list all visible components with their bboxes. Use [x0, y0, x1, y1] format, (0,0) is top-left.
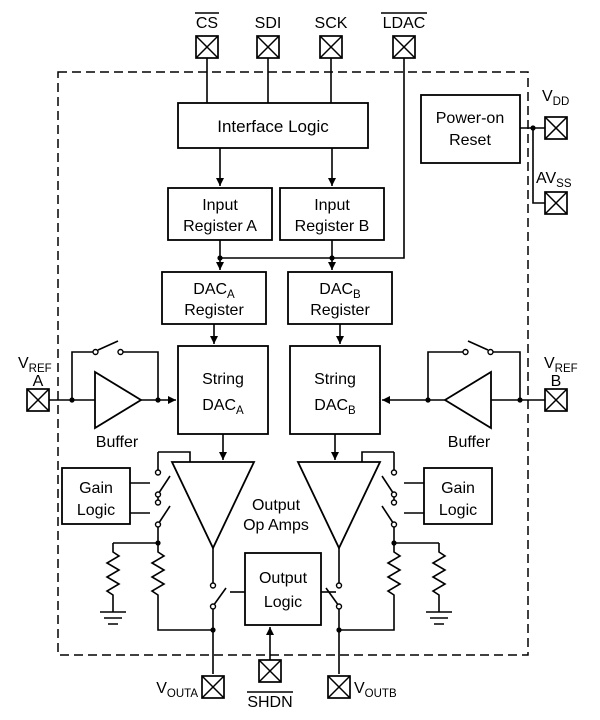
block-string-dac-b: String DACB [289, 345, 381, 435]
block-string-dac-a: String DACA [177, 345, 269, 435]
pin-label-vdd: VDD [542, 88, 569, 108]
block-dac-register-b: DACB Register [287, 271, 393, 325]
buffer-b: Buffer [443, 340, 494, 451]
pin-vouta: VOUTA [156, 675, 225, 700]
buffer-b-bypass-switch-icon [462, 340, 494, 356]
pin-pad-icon [392, 35, 416, 59]
op-amps-label-line2: Op Amps [243, 517, 309, 534]
pin-label-sdi: SDI [255, 15, 282, 32]
output-op-amps: Output Op Amps [170, 461, 382, 551]
por-label-line2: Reset [449, 132, 491, 149]
buffer-b-amp-triangle [443, 370, 492, 430]
dac-reg-b-line2: Register [310, 302, 370, 319]
ground-icon [425, 611, 453, 625]
output-switch-a-icon [209, 582, 227, 610]
pin-label-avss: AVSS [536, 170, 572, 190]
pin-pad-icon [544, 388, 568, 412]
buffer-a-amp-triangle [94, 370, 143, 430]
pin-sck: SCK [315, 15, 348, 59]
resistor-icon [387, 547, 401, 601]
input-reg-b-line2: Register B [295, 218, 370, 235]
string-dac-b-line1: String [314, 371, 356, 388]
block-power-on-reset: Power-on Reset [420, 94, 521, 164]
output-switch-b-icon [325, 582, 343, 610]
gain-switches-left-icon [154, 469, 171, 528]
op-amp-b-triangle [296, 461, 382, 551]
chip-boundary [57, 71, 529, 656]
pin-label-vouta: VOUTA [156, 680, 198, 700]
pin-label-cs: CS [196, 15, 218, 32]
wires [49, 58, 545, 674]
resistor-icon [106, 547, 120, 601]
pin-pad-icon [258, 659, 282, 683]
resistor-icon [432, 547, 446, 601]
gain-logic-left-line1: Gain [79, 480, 113, 497]
gain-logic-right-line2: Logic [439, 502, 477, 519]
pin-pad-icon [544, 116, 568, 140]
output-logic-line1: Output [259, 570, 308, 587]
interface-logic-label: Interface Logic [217, 117, 329, 136]
pin-label-vref-a: VREF [18, 355, 52, 375]
buffer-a: Buffer [92, 340, 143, 451]
por-label-line1: Power-on [436, 110, 504, 127]
pin-cs: CS [195, 12, 219, 59]
pin-voutb: VOUTB [327, 675, 397, 700]
pin-label-vref-a-suffix: A [33, 373, 44, 390]
pin-pad-icon [544, 191, 568, 215]
block-output-logic: Output Logic [244, 552, 322, 626]
buffer-b-label: Buffer [448, 434, 491, 451]
junction-dots [69, 125, 536, 633]
pin-label-shdn: SHDN [247, 694, 292, 711]
pin-pad-icon [201, 675, 225, 699]
buffer-a-label: Buffer [96, 434, 139, 451]
input-reg-a-line2: Register A [183, 218, 257, 235]
ground-icon [99, 611, 127, 625]
pin-pad-icon [319, 35, 343, 59]
gain-switches-right-icon [381, 469, 398, 528]
block-interface-logic: Interface Logic [177, 102, 369, 149]
pin-pad-icon [256, 35, 280, 59]
pin-vdd: VDD [542, 88, 569, 140]
pin-vref-b: VREF B [544, 355, 578, 412]
string-dac-b-line2: DACB [314, 397, 356, 417]
dac-reg-a-line1: DACA [193, 281, 235, 301]
pin-sdi: SDI [255, 15, 282, 59]
pin-vref-a: VREF A [18, 355, 52, 412]
block-dac-register-a: DACA Register [161, 271, 267, 325]
buffer-a-bypass-switch-icon [92, 340, 124, 356]
input-reg-a-line1: Input [202, 197, 238, 214]
pin-ldac: LDAC [381, 12, 427, 59]
pin-pad-icon [26, 388, 50, 412]
pin-label-ldac: LDAC [383, 15, 426, 32]
pin-avss: AVSS [536, 170, 572, 215]
block-input-register-b: Input Register B [279, 187, 385, 241]
pin-pad-icon [327, 675, 351, 699]
input-reg-b-line1: Input [314, 197, 350, 214]
dac-reg-a-line2: Register [184, 302, 244, 319]
block-gain-logic-right: Gain Logic [423, 467, 493, 525]
pin-label-sck: SCK [315, 15, 348, 32]
string-dac-a-line1: String [202, 371, 244, 388]
block-input-register-a: Input Register A [167, 187, 273, 241]
gain-logic-left-line2: Logic [77, 502, 115, 519]
output-logic-line2: Logic [264, 594, 302, 611]
dac-reg-b-line1: DACB [319, 281, 361, 301]
pin-label-vref-b: VREF [544, 355, 578, 375]
pin-label-vref-b-suffix: B [551, 373, 562, 390]
op-amp-a-triangle [170, 461, 256, 551]
block-gain-logic-left: Gain Logic [61, 467, 131, 525]
pin-shdn: SHDN [247, 659, 293, 711]
resistor-icon [151, 547, 165, 601]
gain-logic-right-line1: Gain [441, 480, 475, 497]
string-dac-a-line2: DACA [202, 397, 244, 417]
pin-label-voutb: VOUTB [354, 680, 397, 700]
pin-pad-icon [195, 35, 219, 59]
op-amps-label-line1: Output [252, 497, 301, 514]
